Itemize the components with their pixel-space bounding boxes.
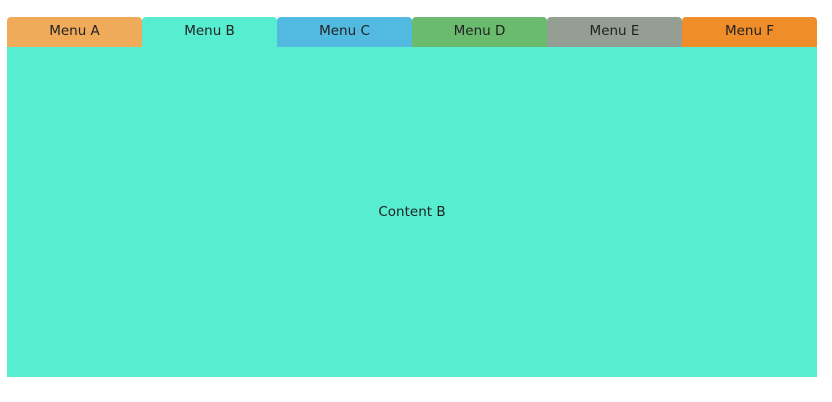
tab-menu-d[interactable]: Menu D xyxy=(412,17,547,47)
tab-label: Menu D xyxy=(453,23,506,40)
tab-menu-e[interactable]: Menu E xyxy=(547,17,682,47)
tab-label: Menu C xyxy=(319,23,370,40)
tab-label: Menu B xyxy=(184,23,235,40)
tabs-widget: Menu A Menu B Menu C Menu D Menu E Menu … xyxy=(7,17,817,377)
tab-label: Menu F xyxy=(724,23,775,40)
tab-label: Menu E xyxy=(589,23,640,40)
tab-label: Menu A xyxy=(49,23,100,40)
tab-menu-c[interactable]: Menu C xyxy=(277,17,412,47)
tab-bar: Menu A Menu B Menu C Menu D Menu E Menu … xyxy=(7,17,817,47)
content-text: Content B xyxy=(378,204,446,220)
tab-menu-a[interactable]: Menu A xyxy=(7,17,142,47)
tab-menu-f[interactable]: Menu F xyxy=(682,17,817,47)
content-panel: Content B xyxy=(7,47,817,377)
tab-menu-b[interactable]: Menu B xyxy=(142,17,277,47)
